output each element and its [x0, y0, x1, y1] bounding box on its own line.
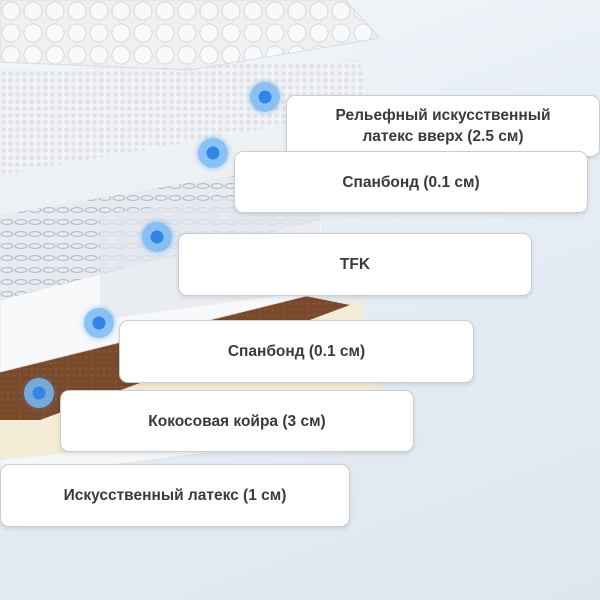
- layer-label-coconut-coir: Кокосовая койра (3 см): [60, 390, 414, 452]
- quilted-cover: [0, 0, 381, 71]
- layer-label-text: Кокосовая койра (3 см): [148, 412, 326, 430]
- layer-marker-dot: [24, 378, 54, 408]
- layer-marker-dot: [84, 308, 114, 338]
- layer-label-text: Рельефный искусственный латекс вверх (2.…: [335, 107, 551, 145]
- layer-label-spunbond-upper: Спанбонд (0.1 см): [234, 151, 588, 213]
- layer-label-text: Спанбонд (0.1 см): [342, 173, 480, 191]
- layer-label-text: Спанбонд (0.1 см): [227, 343, 366, 360]
- layer-marker-dot: [198, 138, 228, 168]
- layer-label-relief-latex: Рельефный искусственный латекс вверх (2.…: [286, 95, 600, 157]
- layer-marker-dot: [142, 222, 172, 252]
- layer-label-artificial-latex: Искусственный латекс (1 см): [0, 464, 350, 527]
- layer-label-text: Искусственный латекс (1 см): [63, 487, 287, 504]
- layer-label-spunbond-lower: Спанбонд (0.1 см): [119, 320, 474, 383]
- layer-label-tfk: TFK: [178, 233, 532, 296]
- layer-label-text: TFK: [339, 256, 371, 273]
- layer-marker-dot: [250, 82, 280, 112]
